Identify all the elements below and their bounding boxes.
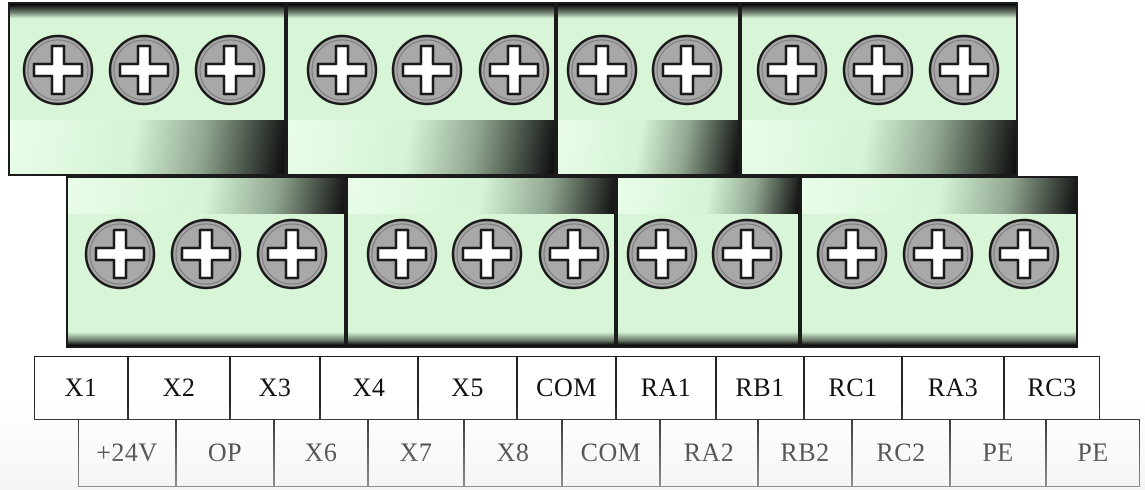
block-lip <box>558 120 738 174</box>
terminal-label: RC2 <box>852 419 950 487</box>
block-foot <box>348 332 614 346</box>
block-rail <box>68 178 344 216</box>
terminal-label: RB2 <box>758 419 852 487</box>
screw-head-icon <box>193 33 267 107</box>
block-foot <box>68 332 344 346</box>
terminal-label: X6 <box>274 419 368 487</box>
terminal-label: RC3 <box>1004 356 1100 420</box>
block-rail <box>558 4 738 18</box>
block-lip <box>742 120 1016 174</box>
screw-head-icon <box>755 33 829 107</box>
screw-head-icon <box>650 33 724 107</box>
screw-head-icon <box>83 217 157 291</box>
screw-head-icon <box>927 33 1001 107</box>
terminal-label: X5 <box>418 356 517 420</box>
screw-head-icon <box>537 217 611 291</box>
screw-head-icon <box>305 33 379 107</box>
bot-block-3 <box>616 176 800 348</box>
screw-head-icon <box>987 217 1061 291</box>
screw-head-icon <box>390 33 464 107</box>
top-block-3 <box>556 2 740 176</box>
block-foot <box>802 332 1076 346</box>
top-block-4 <box>740 2 1018 176</box>
terminal-label: OP <box>176 419 274 487</box>
terminal-label: X8 <box>464 419 562 487</box>
terminal-label: RC1 <box>804 356 902 420</box>
terminal-label: +24V <box>78 419 176 487</box>
terminal-label: RA3 <box>902 356 1004 420</box>
block-lip <box>10 120 284 174</box>
screw-head-icon <box>815 217 889 291</box>
terminal-label: COM <box>517 356 616 420</box>
terminal-label: PE <box>1046 419 1140 487</box>
terminal-label: X4 <box>320 356 418 420</box>
screw-head-icon <box>255 217 329 291</box>
screw-head-icon <box>565 33 639 107</box>
screw-head-icon <box>477 33 551 107</box>
block-rail <box>618 178 798 216</box>
terminal-label: X1 <box>34 356 128 420</box>
block-rail <box>348 178 614 216</box>
screw-head-icon <box>107 33 181 107</box>
block-lip <box>288 120 554 174</box>
screw-head-icon <box>169 217 243 291</box>
bot-block-4 <box>800 176 1078 348</box>
terminal-label: COM <box>562 419 660 487</box>
screw-head-icon <box>841 33 915 107</box>
terminal-label: X3 <box>230 356 320 420</box>
terminal-label: RA2 <box>660 419 758 487</box>
block-foot <box>618 332 798 346</box>
screw-head-icon <box>710 217 784 291</box>
terminal-label: PE <box>950 419 1046 487</box>
terminal-label: RA1 <box>616 356 716 420</box>
bot-block-1 <box>66 176 346 348</box>
screw-head-icon <box>365 217 439 291</box>
screw-head-icon <box>21 33 95 107</box>
top-block-1 <box>8 2 286 176</box>
block-rail <box>288 4 554 18</box>
terminal-label: X7 <box>368 419 464 487</box>
block-rail <box>802 178 1076 216</box>
screw-head-icon <box>450 217 524 291</box>
top-block-2 <box>286 2 556 176</box>
screw-head-icon <box>901 217 975 291</box>
block-rail <box>742 4 1016 18</box>
bot-block-2 <box>346 176 616 348</box>
terminal-label: X2 <box>128 356 230 420</box>
block-rail <box>10 4 284 18</box>
terminal-label: RB1 <box>716 356 804 420</box>
screw-head-icon <box>625 217 699 291</box>
